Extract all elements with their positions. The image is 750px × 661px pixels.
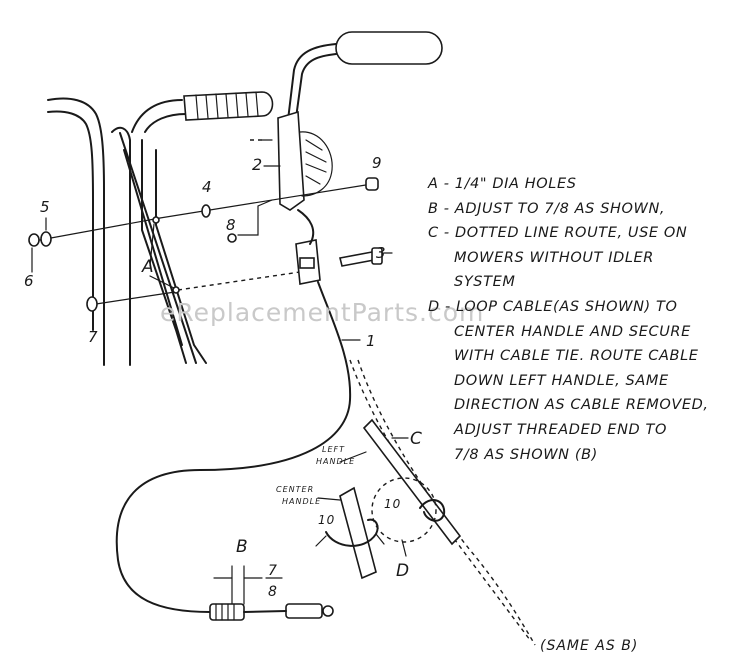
cable-top	[297, 209, 315, 245]
dimension-denominator: 8	[268, 584, 278, 600]
left-handle-leader	[339, 451, 367, 463]
lever-grip	[335, 31, 443, 65]
frame-left-arch-outer	[47, 97, 105, 366]
callout-10-left: 10	[384, 497, 401, 511]
cable-dotted-route-2	[357, 359, 536, 646]
note-c-cont-1: MOWERS WITHOUT IDLER	[428, 249, 654, 266]
callout-1: 1	[366, 332, 377, 350]
callout-9: 9	[372, 154, 383, 172]
loop-ends	[315, 533, 385, 547]
cable-tie-left	[419, 499, 446, 522]
detail-circle	[371, 477, 437, 543]
note-d: D - LOOP CABLE(AS SHOWN) TO	[428, 298, 678, 315]
callout-D: D	[396, 561, 410, 581]
line-item-8	[237, 199, 273, 236]
cable-end-segment	[243, 610, 287, 613]
frame-right-arch-inner	[144, 113, 187, 133]
part-3-bolt-head	[371, 247, 383, 265]
instruction-notes: A - 1/4" DIA HOLES B - ADJUST TO 7/8 AS …	[428, 172, 740, 467]
threaded-end-b	[209, 565, 334, 621]
lever-rod-inner	[295, 53, 337, 119]
note-d-cont-1: CENTER HANDLE AND SECURE	[428, 323, 691, 340]
callout-5: 5	[40, 198, 51, 216]
callout-A-leader	[149, 275, 175, 289]
handle-labels: LEFT HANDLE CENTER HANDLE	[276, 445, 355, 506]
grip	[183, 91, 274, 121]
center-handle-label-line1: CENTER	[276, 485, 314, 494]
watermark: eReplacementParts.com	[160, 298, 485, 327]
note-b: B - ADJUST TO 7/8 AS SHOWN,	[428, 200, 666, 217]
frame-diagonal-outer	[119, 132, 197, 364]
handlebar-frame	[47, 97, 207, 366]
dimension-numerator: 7	[268, 563, 278, 579]
frame-diagonal-inner	[123, 149, 183, 346]
cable-clamp-slot	[299, 257, 315, 269]
note-c: C - DOTTED LINE ROUTE, USE ON	[428, 225, 688, 242]
part-4-washer	[201, 204, 211, 218]
left-handle-label-line1: LEFT	[322, 445, 345, 454]
callout-4: 4	[202, 178, 213, 196]
note-d-cont-6: 7/8 AS SHOWN (B)	[428, 446, 598, 463]
callout-10-center: 10	[318, 513, 335, 527]
left-handle-label-line2: HANDLE	[316, 457, 355, 466]
line-lower-bolt	[95, 291, 176, 305]
ferrule-threads	[215, 603, 235, 621]
handle-detail	[315, 418, 462, 580]
cable-main-route	[115, 281, 352, 613]
callout-6: 6	[24, 272, 35, 290]
grip-knurling	[195, 91, 259, 120]
part-9-nut	[365, 177, 379, 191]
callout-7: 7	[88, 328, 99, 346]
callout-B: B	[236, 537, 249, 557]
hole-upper	[152, 216, 160, 224]
lever-bracket	[277, 110, 305, 211]
frame-right-arch-outer	[131, 99, 183, 133]
callout-8: 8	[226, 216, 237, 234]
threaded-ferrule	[209, 603, 245, 621]
part-7-washer	[86, 296, 98, 312]
note-d-cont-3: DOWN LEFT HANDLE, SAME	[428, 372, 669, 389]
line-upper-bolt	[39, 217, 161, 241]
bracket-hatch	[305, 139, 327, 185]
line-lower-dashed	[177, 271, 301, 291]
frame-right-tube-outer	[155, 149, 207, 364]
part-6-nut	[28, 233, 40, 247]
note-a: A - 1/4" DIA HOLES	[428, 176, 577, 192]
callout-3: 3	[376, 244, 387, 262]
note-d-cont-4: DIRECTION AS CABLE REMOVED,	[428, 397, 709, 414]
hole-lower	[172, 286, 180, 294]
center-handle-label-line2: HANDLE	[282, 497, 321, 506]
part-8-pin	[227, 233, 237, 243]
control-lever	[261, 31, 443, 211]
callout-A-leader-2	[149, 223, 155, 267]
note-c-cont-2: SYSTEM	[428, 274, 516, 291]
frame-center-tube-left	[111, 126, 131, 366]
line-upper-bolt-2	[159, 183, 373, 219]
lever-rod	[287, 43, 337, 121]
callout-C: C	[410, 429, 423, 449]
bracket-shading	[299, 131, 333, 197]
center-handle-leader	[317, 497, 341, 501]
frame-left-arch-inner	[47, 110, 94, 331]
part-3-bolt	[339, 251, 375, 267]
callouts: 2 9 4 5 6 8 A 7 3 1 B C D 10 10 7 8	[24, 154, 423, 600]
note-d-cont-2: WITH CABLE TIE. ROUTE CABLE	[428, 348, 699, 365]
end-fitting	[285, 603, 323, 619]
callout-2: 2	[252, 155, 263, 174]
hardware	[28, 177, 383, 312]
callout-A: A	[141, 257, 155, 277]
center-handle-tube	[339, 486, 377, 580]
d-leader	[401, 539, 407, 557]
note-d-cont-5: ADJUST THREADED END TO	[428, 421, 667, 438]
end-eye	[322, 605, 334, 617]
same-as-b-label: (SAME AS B)	[540, 638, 638, 654]
part-5-washer	[40, 231, 52, 247]
exploded-lines	[39, 139, 373, 305]
